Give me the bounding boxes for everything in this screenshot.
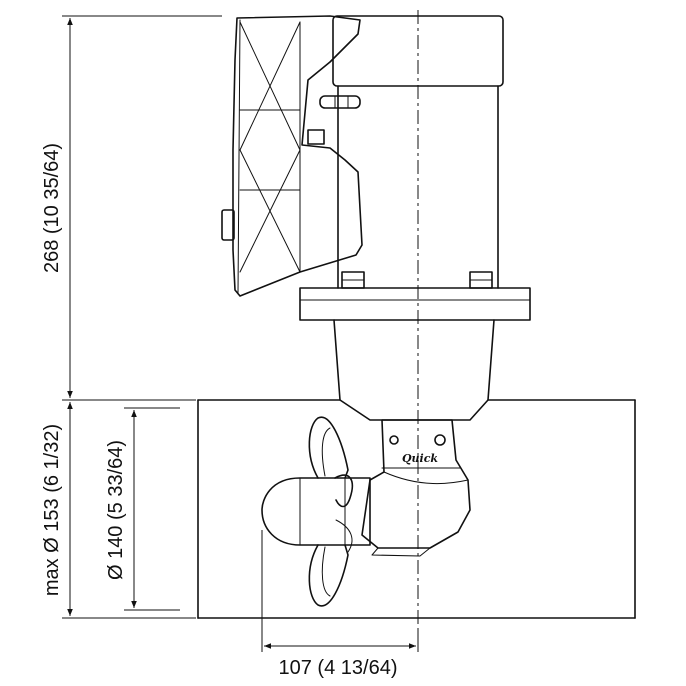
tunnel-inner-dimension-label: Ø 140 (5 33/64) <box>105 440 127 580</box>
motor-body <box>307 15 504 289</box>
tunnel-outer-dimension-label: max Ø 153 (6 1/32) <box>41 424 63 596</box>
tunnel <box>197 399 636 619</box>
brand-logo: Quick <box>402 452 438 465</box>
mounting-flange <box>299 287 531 321</box>
gear-housing <box>361 419 471 557</box>
propeller-hub <box>261 477 371 546</box>
height-dimension-label: 268 (10 35/64) <box>41 143 63 273</box>
propeller-blades <box>308 416 354 607</box>
control-box <box>221 15 363 297</box>
offset-dimension-label: 107 (4 13/64) <box>279 657 398 679</box>
drive-leg <box>333 319 495 421</box>
